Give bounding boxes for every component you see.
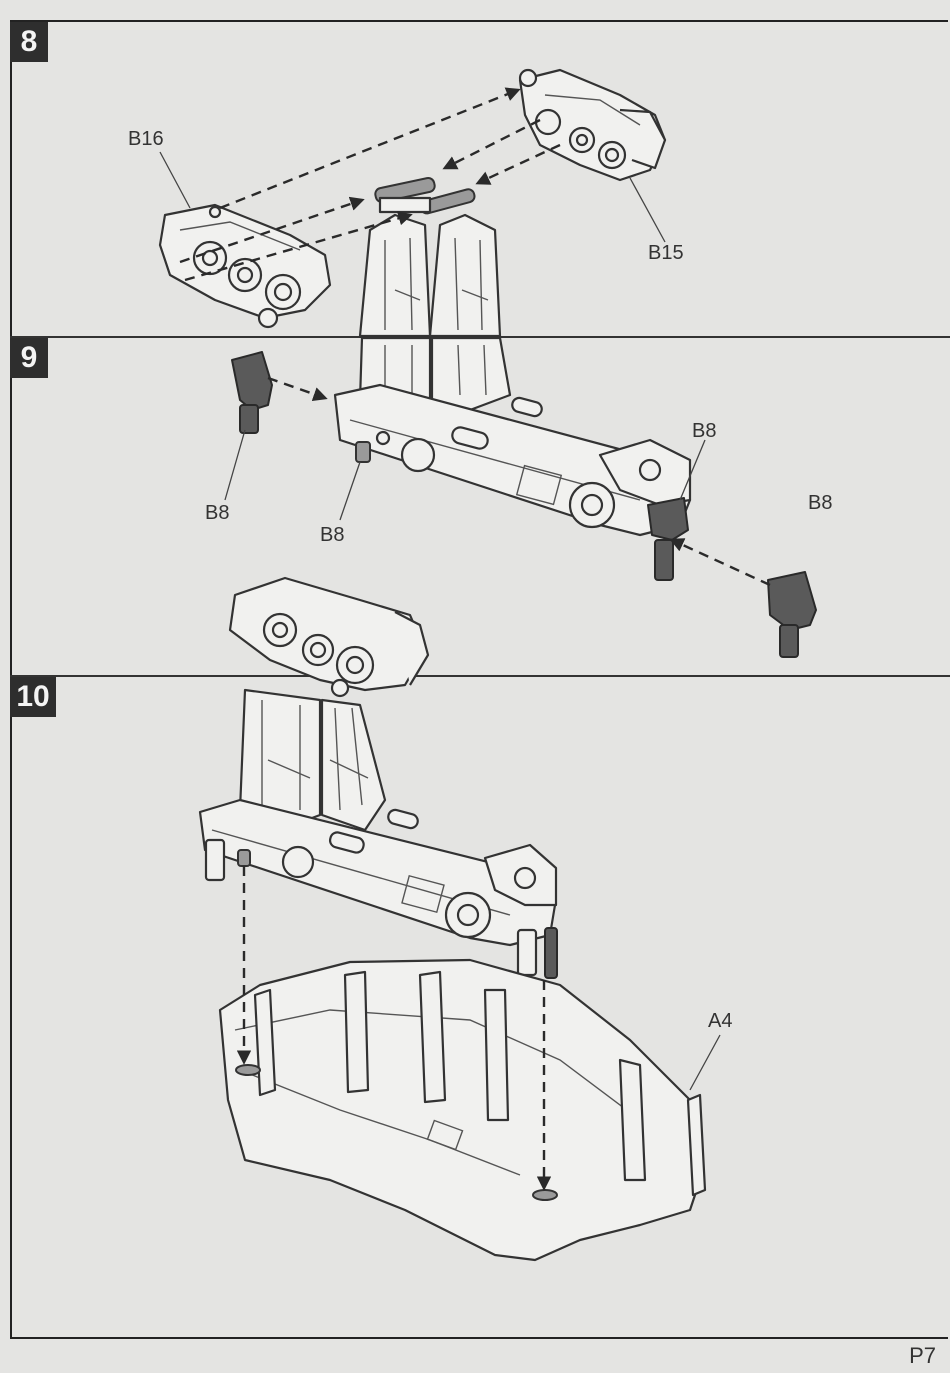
label-a4: A4	[708, 1010, 732, 1033]
step-10-illustration	[200, 690, 720, 1260]
frame-pillars-step8	[360, 215, 500, 336]
b16-assembled-step10	[230, 578, 428, 696]
label-b8-far-right: B8	[808, 492, 832, 515]
part-b8-right-loose	[768, 572, 816, 657]
step-8-illustration	[160, 70, 665, 336]
step-10-badge: 10	[10, 677, 56, 717]
crossbar-step9	[335, 385, 690, 535]
part-b8-left	[232, 352, 272, 433]
label-b16: B16	[128, 128, 164, 151]
crossbar-step10	[200, 800, 557, 978]
step-9-badge: 9	[10, 338, 48, 378]
part-b8-right-installed	[648, 498, 688, 580]
part-b8-center	[356, 442, 370, 462]
step-8-badge: 8	[10, 22, 48, 62]
part-b15	[520, 70, 665, 180]
label-b8-left: B8	[205, 502, 229, 525]
label-b8-center: B8	[320, 524, 344, 547]
part-b16	[160, 205, 330, 327]
label-b8-upper-right: B8	[692, 420, 716, 443]
page-number: P7	[909, 1343, 936, 1369]
label-b15: B15	[648, 242, 684, 265]
part-a4	[220, 960, 705, 1260]
pins-step8	[374, 177, 476, 215]
